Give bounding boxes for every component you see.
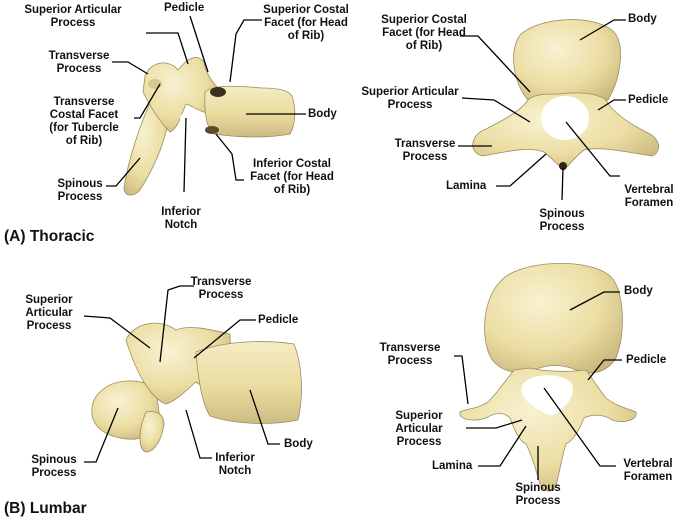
label-thoracic-lateral-body: Body (308, 108, 337, 121)
label-lumbar-lateral-body: Body (284, 438, 313, 451)
thoracic-lateral-inferior-costal-facet (205, 126, 219, 134)
label-thoracic-superior-spinous-process: Spinous Process (524, 208, 600, 234)
label-thoracic-superior-lamina: Lamina (446, 180, 486, 193)
label-thoracic-lateral-inferior-costal-facet: Inferior Costal Facet (for Head of Rib) (238, 158, 346, 197)
label-lumbar-lateral-spinous-process: Spinous Process (20, 454, 88, 480)
caption-lumbar: (B) Lumbar (4, 500, 87, 518)
label-thoracic-lateral-superior-articular-process: Superior Articular Process (2, 4, 144, 30)
thoracic-superior-vertebral-foramen (541, 96, 589, 140)
lumbar-lateral-body (196, 342, 301, 424)
label-lumbar-superior-transverse-process: Transverse Process (362, 342, 458, 368)
thoracic-lateral-superior-costal-facet (210, 87, 226, 97)
label-thoracic-superior-transverse-process: Transverse Process (386, 138, 464, 164)
label-lumbar-lateral-inferior-notch: Inferior Notch (200, 452, 270, 478)
label-lumbar-superior-vertebral-foramen: Vertebral Foramen (612, 458, 684, 484)
lumbar-superior-vertebra (460, 263, 636, 491)
label-lumbar-lateral-superior-articular-process: Superior Articular Process (10, 294, 88, 333)
leader-thoracic-sup-spinous (562, 168, 563, 200)
label-thoracic-lateral-spinous-process: Spinous Process (46, 178, 114, 204)
label-thoracic-superior-superior-articular-process: Superior Articular Process (352, 86, 468, 112)
label-thoracic-lateral-transverse-process: Transverse Process (40, 50, 118, 76)
caption-thoracic: (A) Thoracic (4, 228, 94, 246)
label-lumbar-superior-body: Body (624, 285, 653, 298)
lumbar-lateral-inferior-process (140, 412, 164, 453)
label-thoracic-superior-body: Body (628, 13, 657, 26)
lumbar-lateral-vertebra (92, 323, 302, 452)
thoracic-lateral-inferior-notch (180, 111, 196, 132)
label-thoracic-superior-superior-costal-facet: Superior Costal Facet (for Head of Rib) (368, 14, 480, 53)
leader-thoracic-lat-superior-articular (146, 33, 188, 64)
label-thoracic-lateral-superior-costal-facet: Superior Costal Facet (for Head of Rib) (250, 4, 362, 43)
label-lumbar-lateral-pedicle: Pedicle (258, 314, 298, 327)
label-thoracic-lateral-transverse-costal-facet: Transverse Costal Facet (for Tubercle of… (34, 96, 134, 148)
label-thoracic-superior-vertebral-foramen: Vertebral Foramen (614, 184, 684, 210)
label-thoracic-lateral-pedicle: Pedicle (164, 2, 204, 15)
label-lumbar-superior-lamina: Lamina (432, 460, 472, 473)
lumbar-superior-body (485, 263, 623, 373)
label-thoracic-superior-pedicle: Pedicle (628, 94, 668, 107)
label-lumbar-superior-pedicle: Pedicle (626, 354, 666, 367)
label-lumbar-superior-spinous-process: Spinous Process (498, 482, 578, 508)
label-lumbar-lateral-transverse-process: Transverse Process (180, 276, 262, 302)
label-thoracic-lateral-inferior-notch: Inferior Notch (146, 206, 216, 232)
lumbar-lateral-inferior-notch (178, 401, 200, 428)
leader-thoracic-sup-lamina (496, 154, 546, 186)
label-lumbar-superior-superior-articular-process: Superior Articular Process (376, 410, 462, 449)
